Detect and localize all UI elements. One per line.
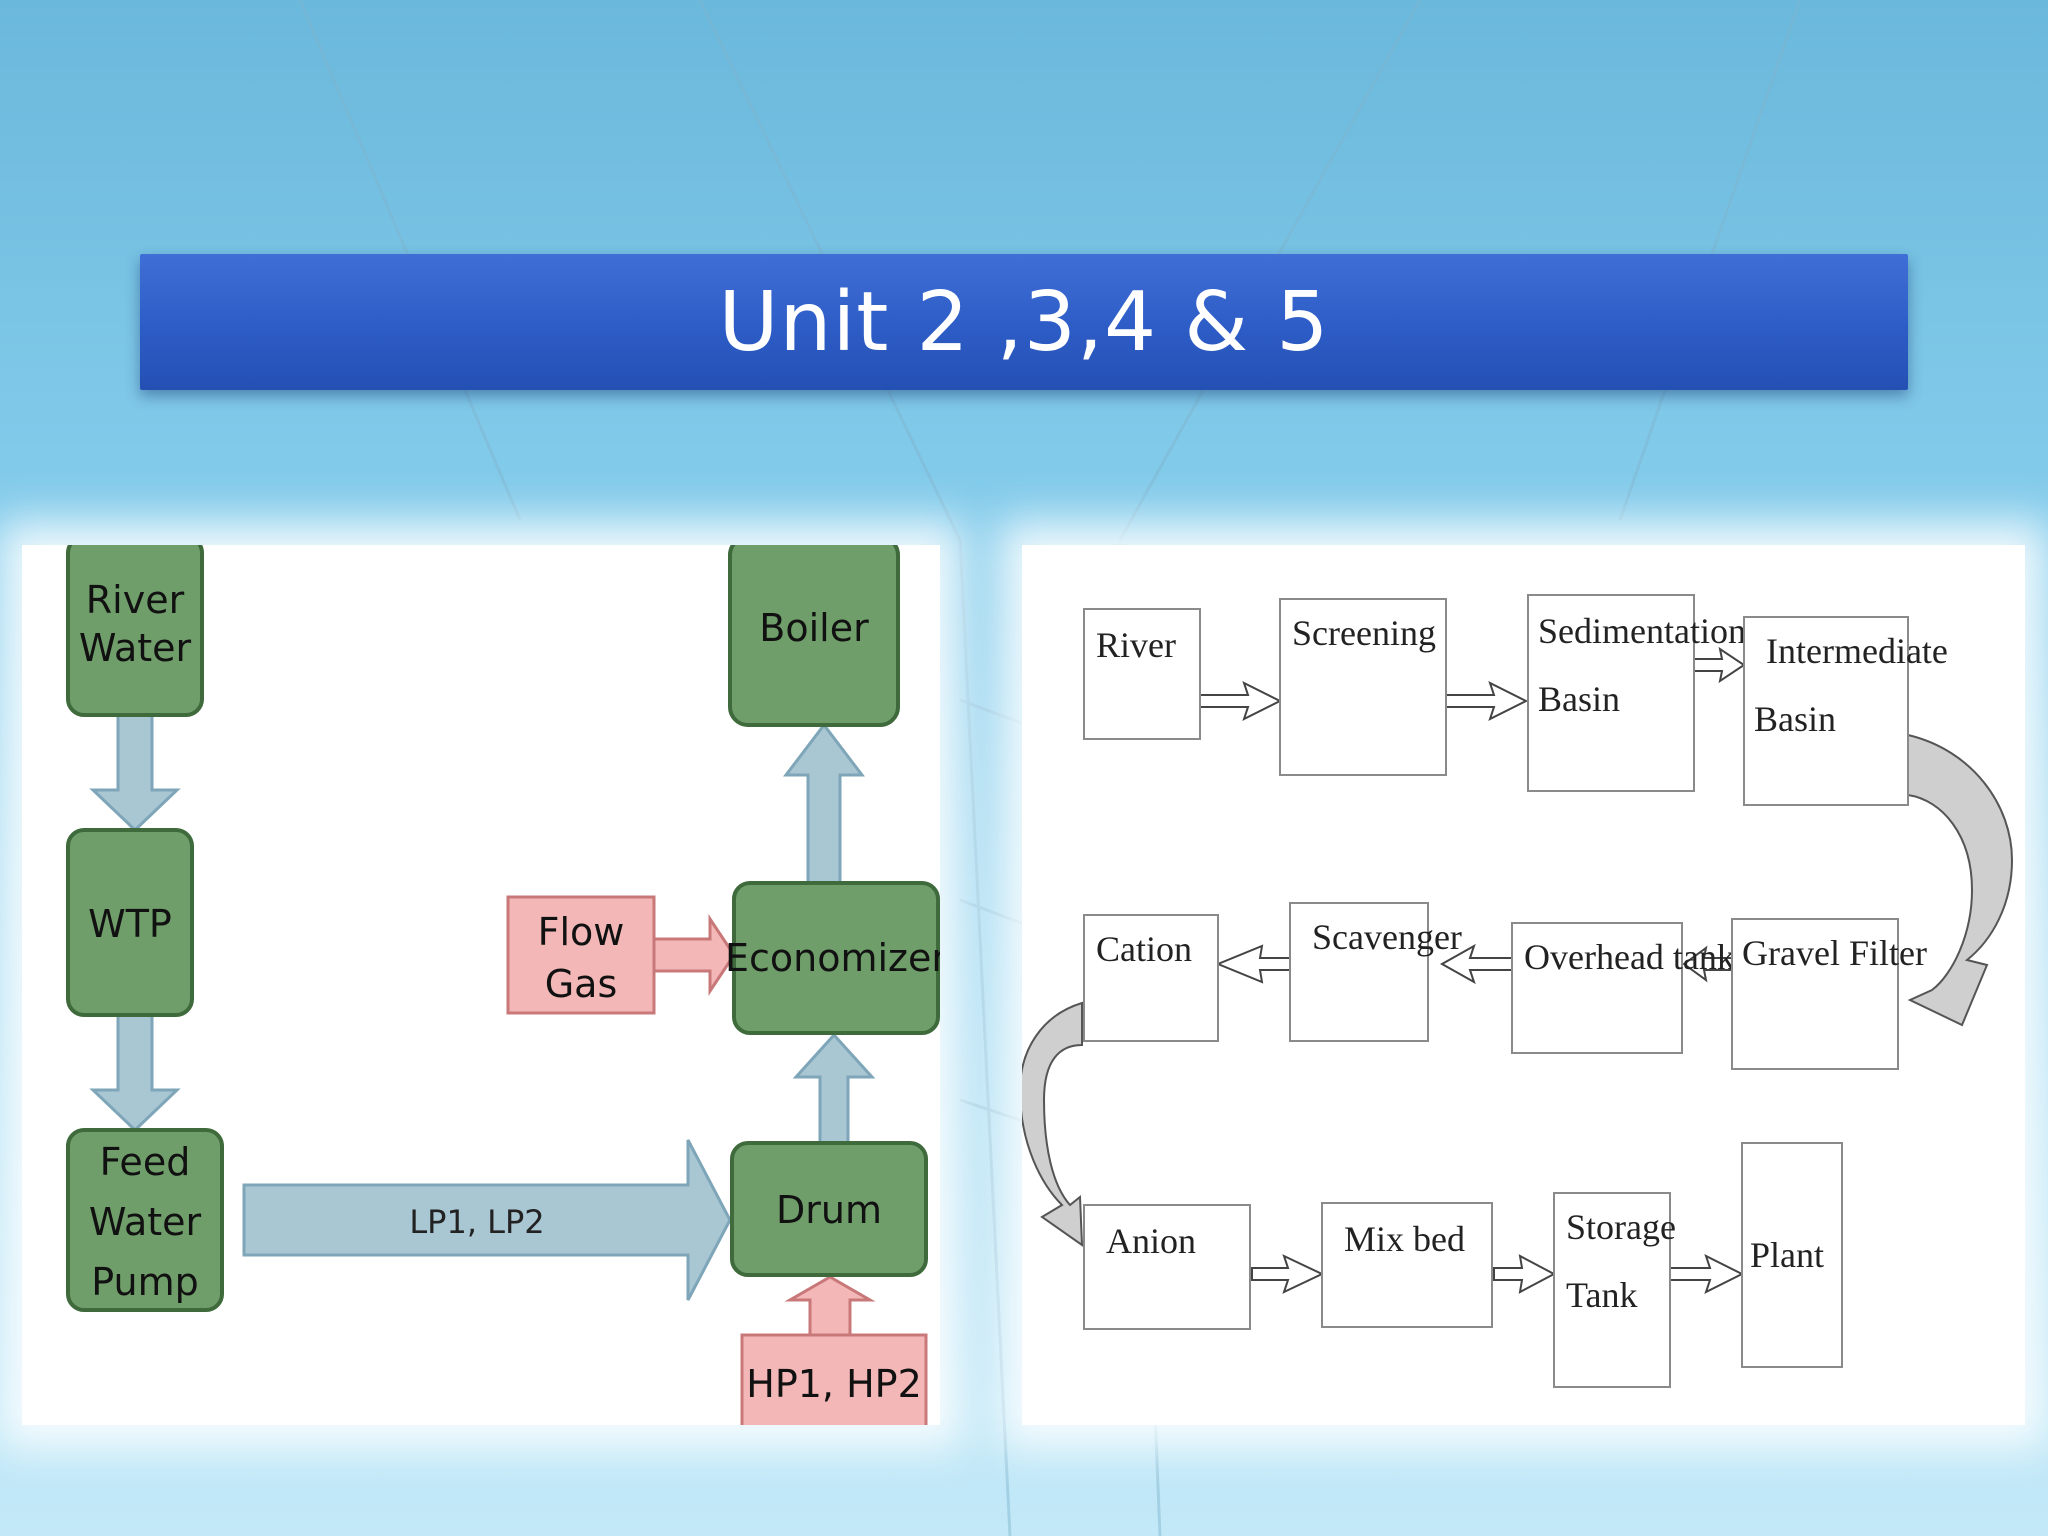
arrow-economizer-to-boiler <box>782 722 866 885</box>
water-treatment-diagram: River Screening Sedimentation Basin Inte… <box>1022 594 2014 1388</box>
curve-intermediate-to-gravel <box>1907 733 2014 1027</box>
arrow-drum-to-economizer <box>792 1032 876 1145</box>
storage-tank-label-2: Tank <box>1566 1275 1637 1315</box>
screening-box <box>1279 598 1447 776</box>
flow-gas-label-2: Gas <box>545 962 618 1006</box>
wtp-box <box>66 828 194 1017</box>
drum-label: Drum <box>776 1188 882 1232</box>
intermediate-basin-box <box>1743 616 1909 806</box>
arrow-anion-to-mixbed <box>1251 1254 1325 1294</box>
river-water-box <box>66 545 204 717</box>
drum-box <box>730 1141 928 1277</box>
arrow-flow-gas-to-economizer <box>650 914 736 996</box>
arrow-overhead-to-scavenger <box>1439 943 1513 985</box>
scavenger-box <box>1289 902 1429 1042</box>
intermediate-basin-label-1: Intermediate <box>1766 631 1948 671</box>
arrow-wtp-to-pump <box>89 1013 181 1133</box>
cation-label: Cation <box>1096 929 1192 969</box>
arrow-gravel-to-overhead <box>1682 945 1733 983</box>
screening-label: Screening <box>1292 613 1436 653</box>
boiler-flow-panel: River Water WTP Feed Water Pump Boiler F… <box>22 545 940 1425</box>
wtp-label: WTP <box>88 902 172 946</box>
river-label: River <box>1096 625 1176 665</box>
sedimentation-basin-box <box>1527 594 1695 792</box>
scavenger-label: Scavenger <box>1312 917 1462 957</box>
arrow-mixbed-to-storage <box>1493 1254 1557 1294</box>
arrow-river-to-screening <box>1199 681 1283 721</box>
water-treatment-panel: River Screening Sedimentation Basin Inte… <box>1022 545 2025 1425</box>
boiler-box <box>728 545 900 727</box>
arrow-hp-to-drum <box>784 1275 876 1337</box>
gravel-filter-box <box>1731 918 1899 1070</box>
storage-tank-label-1: Storage <box>1566 1207 1676 1247</box>
arrow-river-to-wtp <box>89 713 181 833</box>
feed-water-pump-box <box>66 1128 224 1312</box>
arrow-screening-to-sedimentation <box>1445 681 1529 721</box>
mix-bed-label: Mix bed <box>1344 1219 1465 1259</box>
feed-water-pump-label-2: Water <box>89 1200 202 1244</box>
river-water-label-2: Water <box>79 626 192 670</box>
storage-tank-box <box>1553 1192 1671 1388</box>
sedimentation-basin-label-1: Sedimentation <box>1538 611 1746 651</box>
slide-title: Unit 2 ,3,4 & 5 <box>718 274 1330 370</box>
boiler-label: Boiler <box>759 606 869 650</box>
anion-box <box>1083 1204 1251 1330</box>
arrow-pump-to-drum <box>242 1139 732 1301</box>
cation-box <box>1083 914 1219 1042</box>
river-box <box>1083 608 1201 740</box>
gravel-filter-label: Gravel Filter <box>1742 933 1927 973</box>
hp-label: HP1, HP2 <box>746 1362 922 1406</box>
feed-water-pump-label-1: Feed <box>100 1140 191 1184</box>
title-bar: Unit 2 ,3,4 & 5 <box>140 254 1908 390</box>
plant-label: Plant <box>1750 1235 1824 1275</box>
intermediate-basin-label-2: Basin <box>1754 699 1836 739</box>
overhead-tank-box <box>1511 922 1683 1054</box>
lp-label: LP1, LP2 <box>409 1203 544 1241</box>
sedimentation-basin-label-2: Basin <box>1538 679 1620 719</box>
river-water-label-1: River <box>86 578 185 622</box>
plant-box <box>1741 1142 1843 1368</box>
arrow-storage-to-plant <box>1669 1254 1745 1294</box>
flow-gas-label-1: Flow <box>538 910 625 954</box>
overhead-tank-label: Overhead tank <box>1524 937 1735 977</box>
flow-gas-box <box>506 895 656 1015</box>
feed-water-pump-label-3: Pump <box>91 1260 198 1304</box>
curve-cation-to-anion <box>1022 1001 1084 1247</box>
arrow-scavenger-to-cation <box>1215 944 1291 984</box>
economizer-box <box>732 881 940 1035</box>
hp-box <box>740 1333 928 1425</box>
anion-label: Anion <box>1106 1221 1196 1261</box>
boiler-flow-diagram: River Water WTP Feed Water Pump Boiler F… <box>66 545 940 1425</box>
mix-bed-box <box>1321 1202 1493 1328</box>
economizer-label: Economizer <box>725 936 940 980</box>
arrow-sedimentation-to-intermediate <box>1693 646 1746 684</box>
